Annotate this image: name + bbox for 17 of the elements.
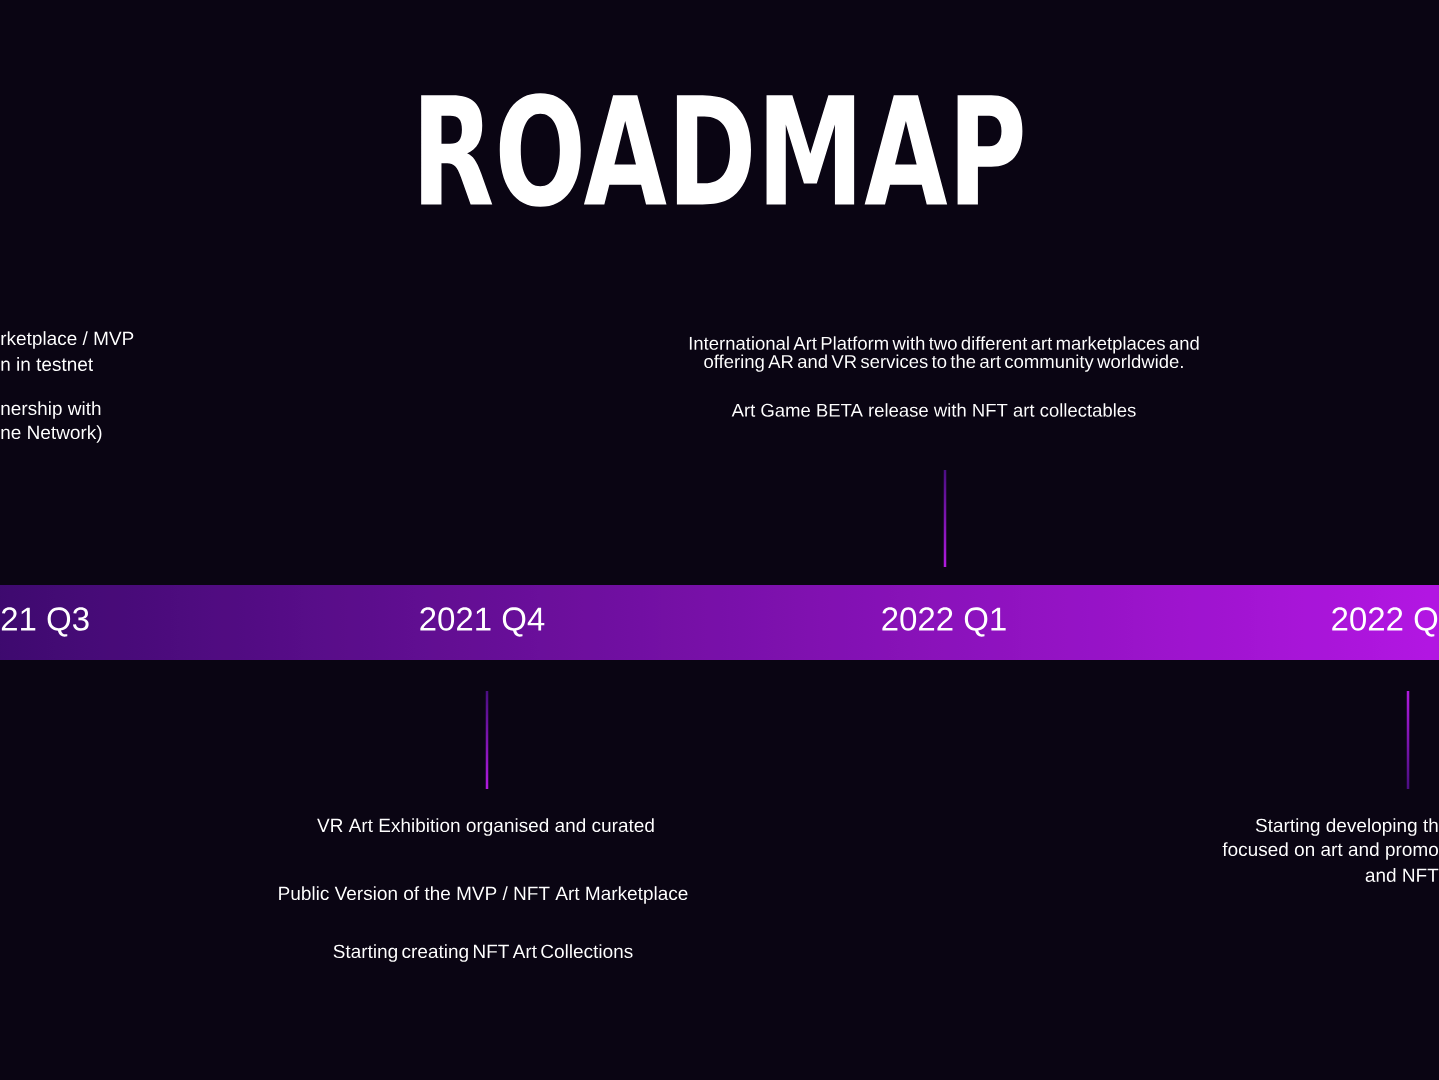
milestone-text: nership with [1, 401, 101, 419]
milestone-text: ne Network) [1, 425, 102, 443]
quarter-label: 2022 Q1 [882, 607, 1006, 637]
milestone-text: focused on art and promo [1222, 842, 1438, 860]
quarter-label: 2021 Q4 [420, 607, 545, 637]
milestone-text: rketplace / MVP [1, 331, 134, 349]
milestone-text: VR Art Exhibition organised and curated [317, 818, 654, 836]
title: ROADMAP [421, 93, 1023, 207]
milestone-text: Art Game BETA release with NFT art collectables [731, 403, 1136, 417]
quarter-label: 2022 Q [1332, 607, 1438, 637]
quarter-label: 21 Q3 [1, 607, 89, 637]
milestone-text: and NFT [1365, 868, 1439, 882]
milestone-text: International Art Platform with two different art marketplaces and offering AR and VR services to the art community worldwide. [689, 336, 1199, 372]
milestone-text: Starting developing th [1255, 818, 1438, 836]
milestone-text: Public Version of the MVP / NFT Art Marketplace [279, 886, 688, 904]
milestone-text: Starting creating NFT Art Collections [333, 944, 633, 962]
milestone-text: n in testnet [1, 357, 93, 371]
